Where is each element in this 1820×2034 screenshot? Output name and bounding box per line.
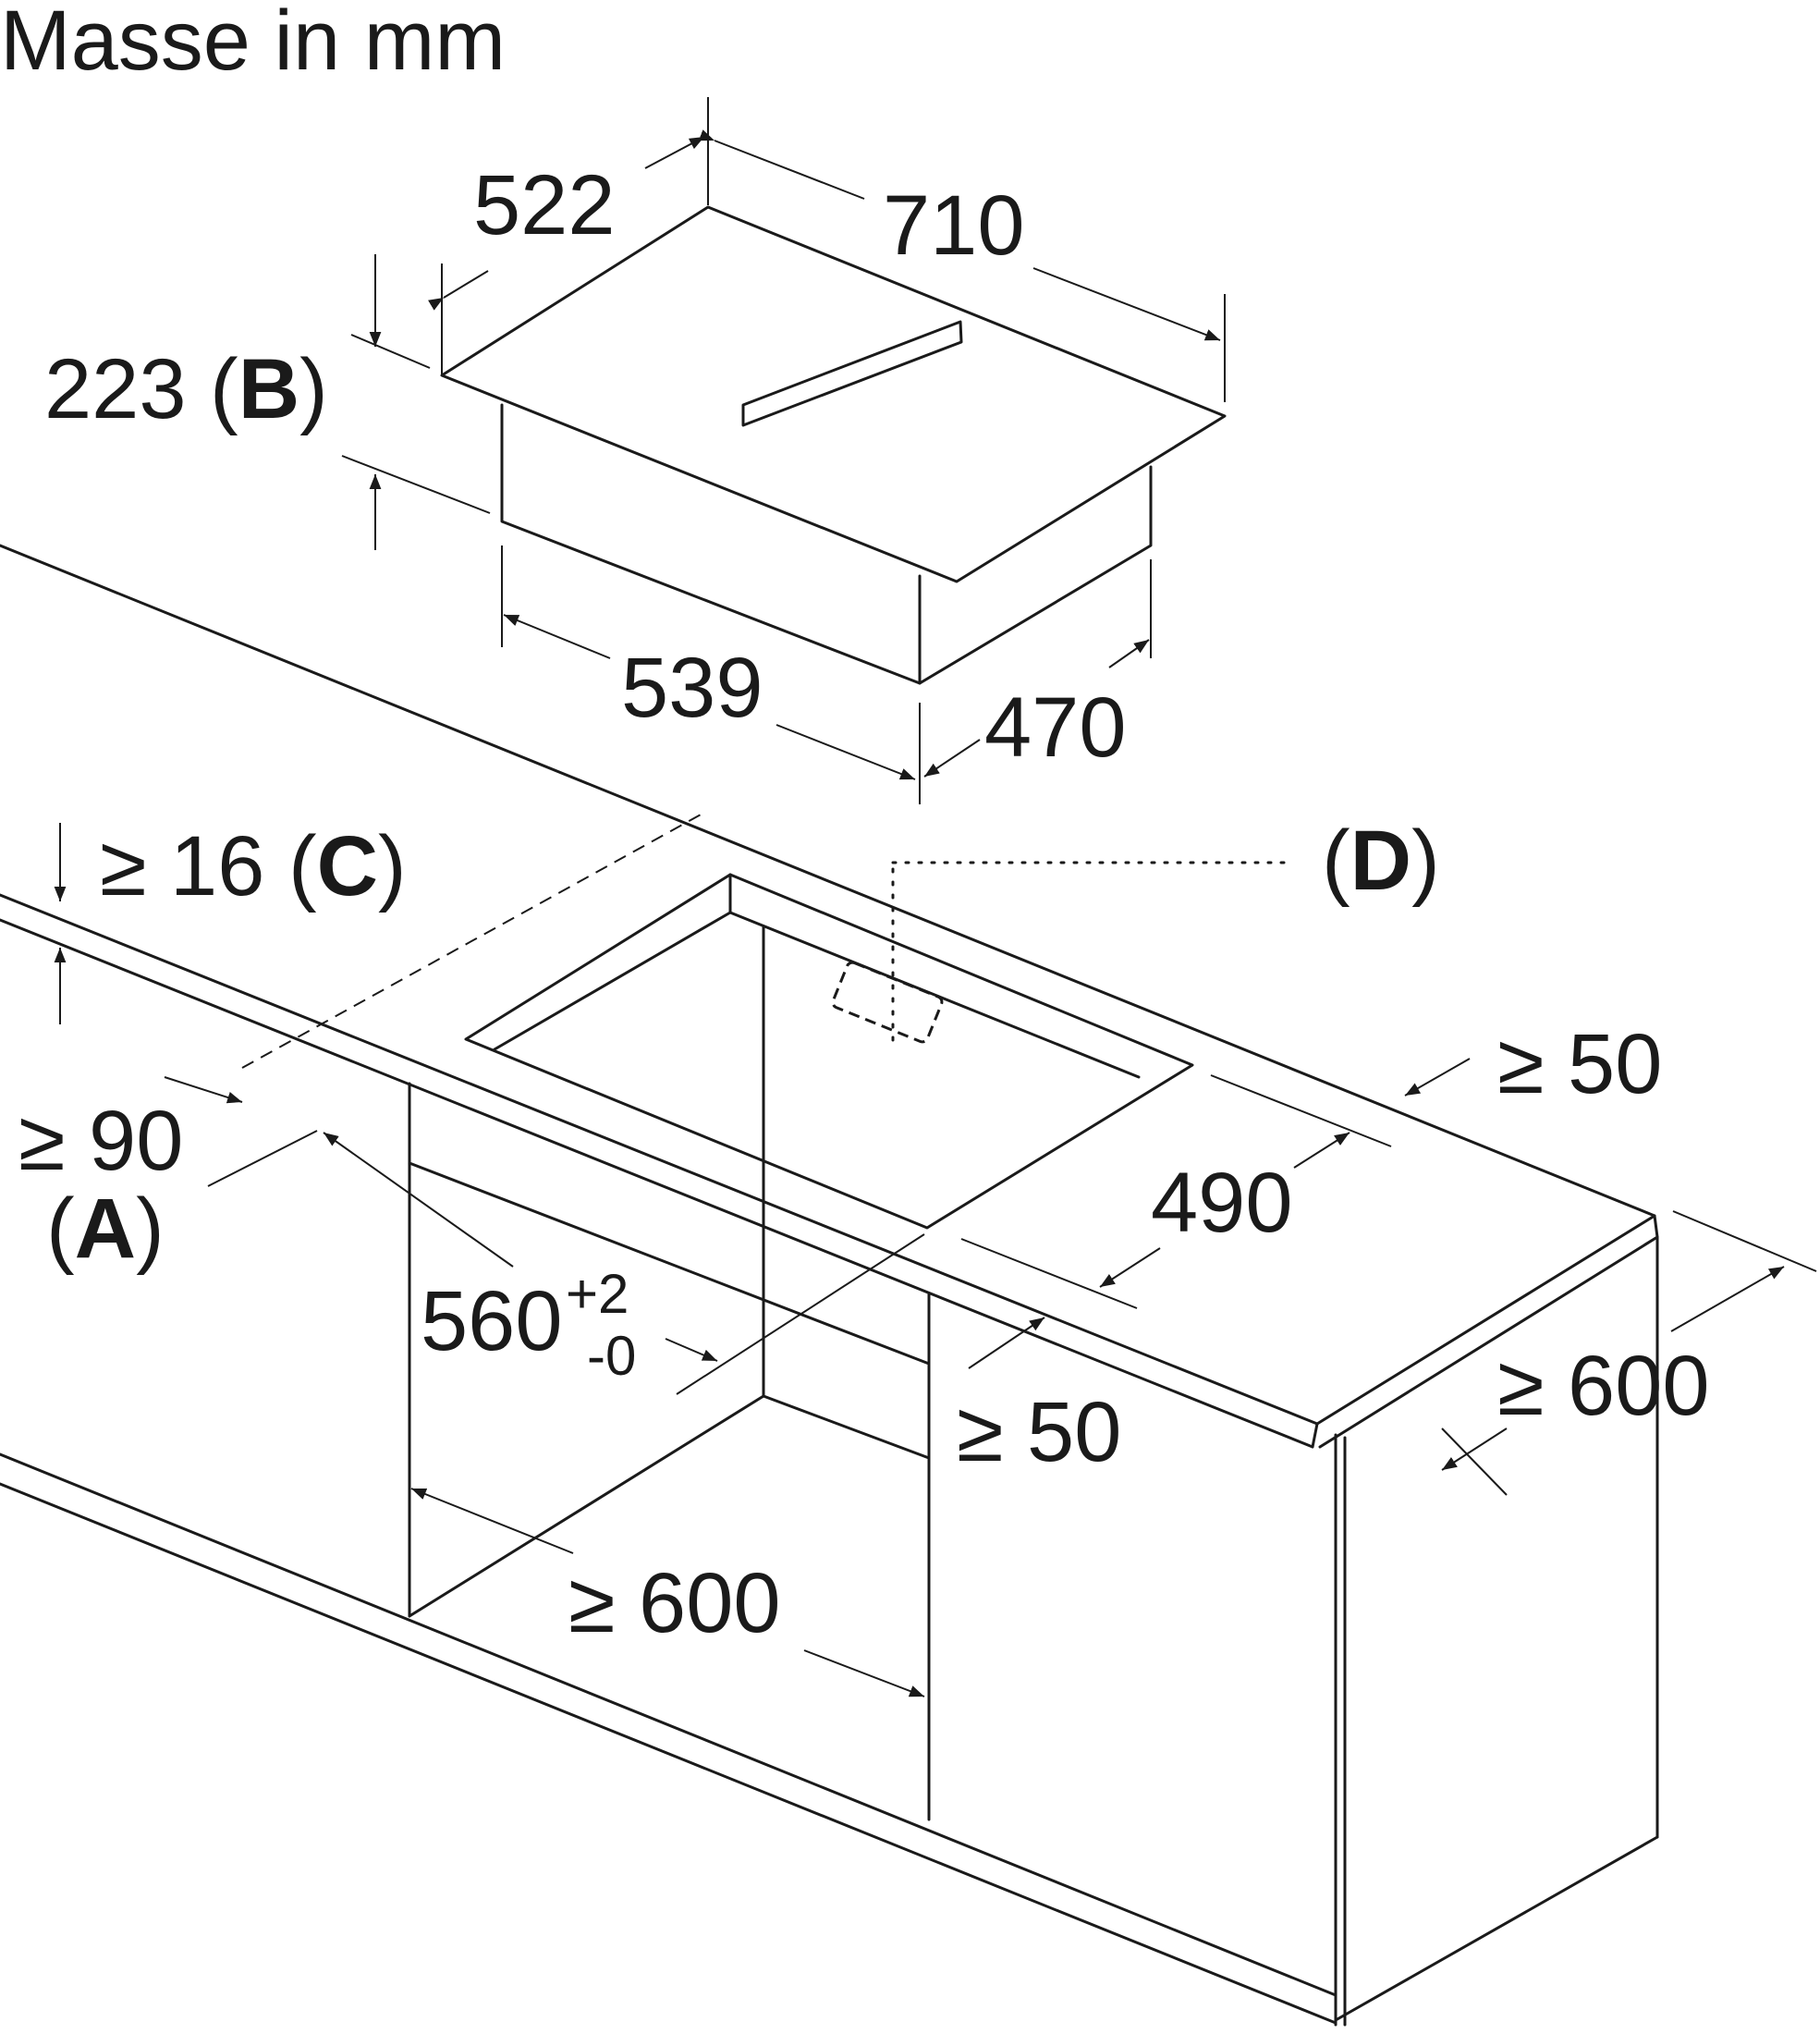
dim-223-label: 223 (B) bbox=[44, 342, 328, 436]
dim-600-cabinet-label: ≥ 600 bbox=[568, 1556, 781, 1650]
dim-710-label: 710 bbox=[883, 178, 1025, 273]
dim-560-tol-plus: +2 bbox=[566, 1263, 629, 1325]
dim-560-tol-minus: -0 bbox=[587, 1325, 636, 1387]
dim-a-label: (A) bbox=[46, 1182, 165, 1276]
dim-560-label: 560 bbox=[421, 1274, 563, 1368]
dim-16-label: ≥ 16 (C) bbox=[100, 819, 407, 913]
worktop-cutout bbox=[464, 873, 1194, 1230]
drawing-title: Masse in mm bbox=[0, 0, 506, 88]
hob-unit bbox=[440, 205, 1227, 685]
dim-50-side-label: ≥ 50 bbox=[957, 1385, 1121, 1479]
hob-dimension-lines bbox=[341, 97, 1226, 804]
dim-470-label: 470 bbox=[984, 680, 1127, 775]
worktop-and-cabinets bbox=[0, 544, 1659, 2027]
dim-90-label: ≥ 90 bbox=[18, 1094, 183, 1188]
dim-490-label: 490 bbox=[1151, 1156, 1293, 1250]
dim-522-label: 522 bbox=[473, 158, 616, 252]
reference-lines bbox=[241, 813, 1296, 1069]
dim-50-rear-label: ≥ 50 bbox=[1497, 1017, 1662, 1111]
worktop-dimension-lines bbox=[54, 823, 1817, 1697]
dim-600-worktop-label: ≥ 600 bbox=[1497, 1339, 1710, 1433]
detail-d-label: (D) bbox=[1322, 814, 1440, 908]
dim-539-label: 539 bbox=[621, 641, 763, 735]
